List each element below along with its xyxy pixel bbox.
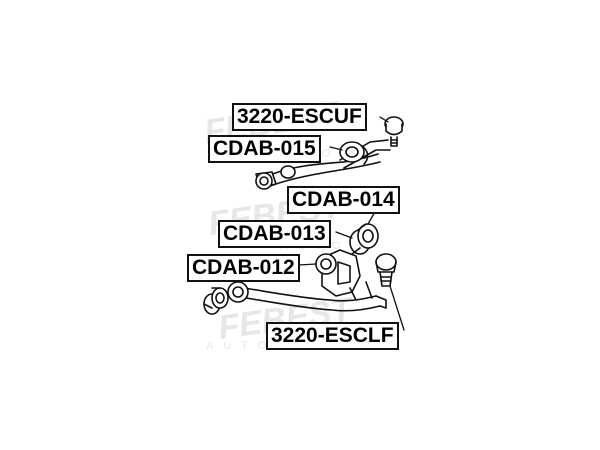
watermark-sub-bottom: AUTO	[206, 340, 277, 352]
label-3220-escuf: 3220-ESCUF	[232, 103, 367, 131]
rear-lower-bushing-part	[349, 223, 379, 255]
label-3220-esclf: 3220-ESCLF	[266, 322, 399, 350]
lower-ball-joint	[375, 253, 397, 287]
label-cdab-013: CDAB-013	[218, 220, 331, 248]
label-cdab-012: CDAB-012	[187, 254, 300, 282]
label-cdab-015: CDAB-015	[208, 135, 321, 163]
lower-control-arm	[227, 249, 387, 312]
upper-control-arm	[255, 139, 391, 190]
upper-ball-joint	[384, 116, 404, 147]
label-cdab-014: CDAB-014	[287, 186, 400, 214]
front-lower-bushing-part	[203, 287, 229, 315]
